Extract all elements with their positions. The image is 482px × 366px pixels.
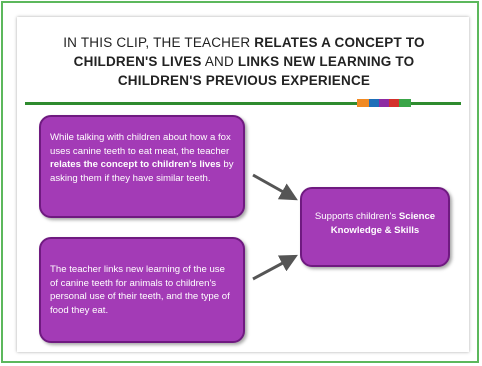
arrow-bottom-to-result (252, 254, 298, 281)
rule-accent-red (389, 99, 399, 107)
concept-box-top: While talking with children about how a … (39, 115, 245, 218)
result-box-bold: Science Knowledge & Skills (330, 211, 436, 236)
slide: IN THIS CLIP, THE TEACHER RELATES A CONC… (17, 17, 469, 352)
concept-box-top-text-2: by asking them if they have similar teet… (50, 159, 234, 184)
title-bold-1: RELATES A CONCEPT TO CHILDREN'S LIVES (73, 35, 425, 69)
slide-title: IN THIS CLIP, THE TEACHER RELATES A CONC… (47, 33, 441, 90)
rule-accent-blue (369, 99, 379, 107)
concept-box-top-text: While talking with children about how a … (50, 132, 231, 157)
rule-accent-purple (379, 99, 389, 107)
concept-box-top-bold: relates the concept to children's lives (50, 159, 221, 170)
rule-accent-green (399, 99, 411, 107)
result-box-text: Supports children's (314, 211, 399, 222)
arrow-top-to-result (252, 173, 298, 201)
title-text-2: AND (201, 54, 238, 69)
divider-rule (25, 102, 461, 105)
title-text-1: IN THIS CLIP, THE TEACHER (63, 35, 255, 50)
title-bold-2: LINKS NEW LEARNING TO CHILDREN'S PREVIOU… (117, 54, 415, 88)
concept-box-bottom-text: The teacher links new learning of the us… (50, 264, 230, 316)
rule-accent-orange (357, 99, 369, 107)
result-box: Supports children's Science Knowledge & … (300, 187, 450, 267)
concept-box-bottom: The teacher links new learning of the us… (39, 237, 245, 343)
